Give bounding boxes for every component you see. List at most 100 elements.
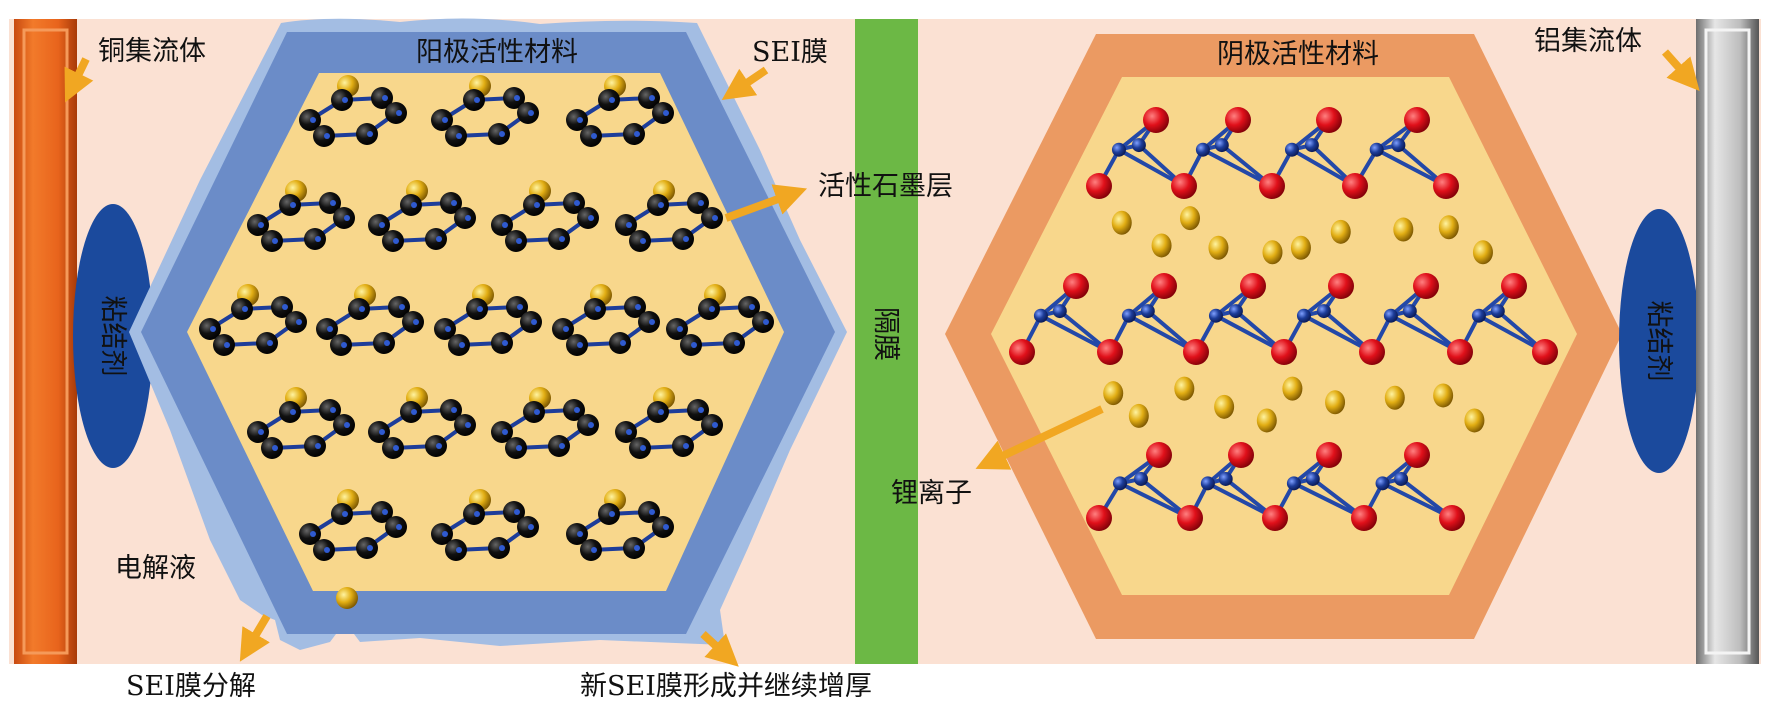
carbon-atom-highlight [574,407,580,413]
carbon-atom-highlight [411,202,417,208]
carbon-atom-highlight [310,117,316,123]
lithium-ion [1330,219,1351,244]
lithium-ion [1438,215,1459,240]
oxygen-atom [1351,505,1377,531]
carbon-atom-highlight [626,222,632,228]
graphite-molecule [615,387,723,459]
metal-atom [1111,142,1126,157]
carbon-atom-highlight [640,238,646,244]
carbon-atom-highlight [477,306,483,312]
label-binder-left: 粘结剂 [97,296,128,377]
carbon-atom-highlight [315,443,321,449]
arrow-sei-decompose [239,613,271,662]
carbon-atom-highlight [330,407,336,413]
carbon-atom-highlight [342,97,348,103]
oxygen-atom [1225,107,1251,133]
lithium-ion [1384,385,1405,410]
carbon-atom-highlight [344,215,350,221]
copper-current-collector [14,19,77,664]
carbon-atom-highlight [290,202,296,208]
metal-atom [1391,138,1406,153]
carbon-atom-highlight [324,547,330,553]
oxygen-atom [1183,339,1209,365]
metal-atom [1304,138,1319,153]
oxygen-atom [1262,505,1288,531]
graphite-molecule [491,180,599,252]
arrow-lithium-ion [975,405,1104,470]
carbon-atom-highlight [224,342,230,348]
carbon-atom-highlight [367,131,373,137]
oxygen-atom [1413,273,1439,299]
metal-atom [1305,471,1320,486]
carbon-atom-highlight [210,326,216,332]
lithium-ion [336,587,358,609]
graphite-molecule [299,75,407,147]
metal-atom [1214,138,1229,153]
carbon-atom-highlight [442,531,448,537]
cathode-chain [1086,107,1459,199]
carbon-atom-highlight [663,110,669,116]
oxygen-atom [1316,107,1342,133]
carbon-atom-highlight [327,326,333,332]
carbon-atom-highlight [683,236,689,242]
arrow-graphite [724,184,808,222]
lithium-ion [1180,206,1201,231]
oxygen-atom [1151,273,1177,299]
metal-atom [1284,142,1299,157]
carbon-atom-highlight [315,236,321,242]
carbon-atom-highlight [474,511,480,517]
oxygen-atom [1009,339,1035,365]
oxygen-atom [1271,339,1297,365]
metal-atom [1394,471,1409,486]
carbon-atom-highlight [712,422,718,428]
metal-atom [1121,308,1136,323]
metal-atom [1208,308,1223,323]
carbon-atom-highlight [634,131,640,137]
oxygen-atom [1228,442,1254,468]
graphite-molecule [199,284,307,356]
carbon-atom-highlight [626,429,632,435]
carbon-atom-highlight [534,202,540,208]
carbon-atom-highlight [588,215,594,221]
arrow-new-sei [700,631,739,667]
carbon-atom-highlight [709,306,715,312]
oxygen-atom [1097,339,1123,365]
metal-atom [1033,308,1048,323]
carbon-atom-highlight [411,409,417,415]
arrows [64,49,1700,667]
carbon-atom-highlight [396,110,402,116]
carbon-atom-highlight [459,342,465,348]
metal-atom [1228,304,1243,319]
lithium-ion [1103,381,1124,406]
carbon-atom-highlight [502,340,508,346]
metal-atom [1383,308,1398,323]
carbon-atom-highlight [577,342,583,348]
lithium-ion [1472,240,1493,265]
lithium-ion [1128,403,1149,428]
carbon-atom-highlight [393,238,399,244]
metal-oxygen-bond [1375,147,1447,188]
carbon-atom-highlight [359,306,365,312]
carbon-atom-highlight [384,340,390,346]
graphite-molecule [566,489,674,561]
carbon-atom-highlight [763,319,769,325]
oxygen-atom [1433,173,1459,199]
carbon-atom-highlight [499,545,505,551]
carbon-atom-highlight [296,319,302,325]
graphite-molecule [368,387,476,459]
carbon-atom-highlight [698,200,704,206]
anode-particle [129,18,847,650]
metal-atom [1402,304,1417,319]
carbon-atom-highlight [272,445,278,451]
carbon-atom-highlight [465,422,471,428]
carbon-atom-highlight [635,304,641,310]
carbon-atom-highlight [663,524,669,530]
separator [855,19,918,664]
cathode-active-fill [991,77,1577,595]
metal-atom [1375,476,1390,491]
carbon-atom-highlight [649,95,655,101]
carbon-atom-highlight [382,509,388,515]
carbon-atom-highlight [563,326,569,332]
carbon-atom-highlight [342,511,348,517]
carbon-atom-highlight [282,304,288,310]
